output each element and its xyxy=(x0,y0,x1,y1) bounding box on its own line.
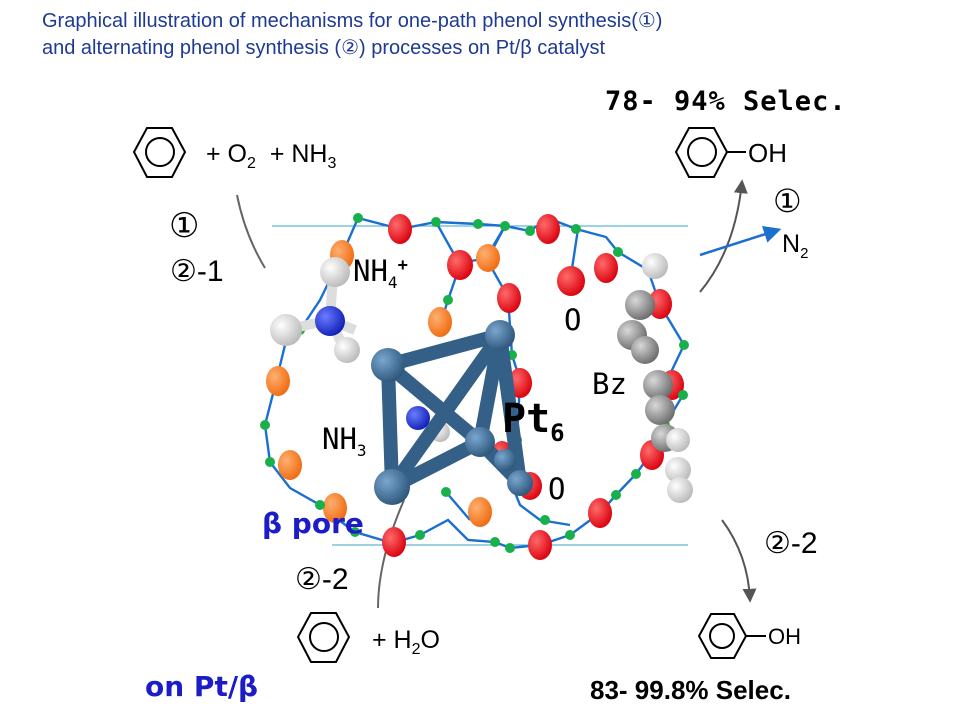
phenol-top-oh-label: OH xyxy=(748,138,787,168)
route-1-left-label: ① xyxy=(169,207,200,245)
nh4-subscript: 4 xyxy=(387,272,398,292)
n2-subscript: 2 xyxy=(800,245,809,262)
phenol-bottom-icon xyxy=(697,613,766,659)
title-line-2: and alternating phenol synthesis (②) pro… xyxy=(42,37,606,59)
phenol-top-icon xyxy=(674,127,746,178)
nh3-subscript: 3 xyxy=(327,155,337,172)
benzene-bz-label: Bz xyxy=(592,367,627,401)
benzene-molecule xyxy=(617,253,693,503)
plus-h2o-label: + H xyxy=(372,626,412,654)
o2-subscript: 2 xyxy=(247,155,256,172)
arrow-phenol-out-bottom xyxy=(721,519,757,603)
nh4-charge: + xyxy=(397,255,408,276)
framework-al-atoms xyxy=(266,240,500,527)
ammonium-molecule xyxy=(270,257,360,363)
nh3-pore-label: NH3 xyxy=(322,422,367,460)
plus-o2-label: + O xyxy=(206,140,247,168)
n2-n: N xyxy=(782,230,801,258)
oxygen-upper-label: O xyxy=(564,303,582,337)
plus-nh3-label: + NH xyxy=(269,140,328,168)
nh3-pore-subscript: 3 xyxy=(356,440,367,460)
n2-label: N2 xyxy=(782,230,808,262)
catalyst-label: on Pt/β xyxy=(145,670,259,703)
arrow-phenol-out-top xyxy=(699,179,748,293)
nh4-label: NH4+ xyxy=(353,254,408,292)
route-2-2-right-label: ②-2 xyxy=(764,527,818,560)
selectivity-top: 78- 94% Selec. xyxy=(605,86,847,117)
pt-atoms xyxy=(371,320,533,505)
nh4-text: NH xyxy=(353,254,388,288)
arrow-water-in xyxy=(377,499,405,609)
arrow-reactants-in xyxy=(236,194,266,269)
route-2-1-label: ②-1 xyxy=(170,255,224,288)
selectivity-bottom: 83- 99.8% Selec. xyxy=(590,675,791,705)
phenol-bottom-oh-label: OH xyxy=(768,624,801,649)
h2o-subscript: 2 xyxy=(411,641,421,658)
pt6-cluster xyxy=(381,328,527,494)
reactants-bottom: + H2O xyxy=(372,626,440,659)
slide-title: Graphical illustration of mechanisms for… xyxy=(42,8,662,62)
route-1-right-label: ① xyxy=(773,183,802,219)
nh3-pore-text: NH xyxy=(322,422,357,456)
beta-pore-label: β pore xyxy=(262,507,364,540)
reactants-top: + O2 + NH3 xyxy=(206,140,336,173)
h2o-oxygen-label: O xyxy=(420,626,440,654)
route-2-2-left-label: ②-2 xyxy=(295,563,349,596)
framework-oxygen-atoms xyxy=(382,214,684,560)
title-line-1: Graphical illustration of mechanisms for… xyxy=(42,10,663,32)
pt6-subscript: 6 xyxy=(550,419,565,447)
pt6-label: Pt6 xyxy=(502,396,565,447)
arrow-n2-out xyxy=(699,225,782,257)
oxygen-lower-label: O xyxy=(548,472,566,506)
pt6-text: Pt xyxy=(502,396,551,442)
benzene-bottom-left-icon xyxy=(296,612,351,663)
benzene-top-left-icon xyxy=(132,127,187,178)
